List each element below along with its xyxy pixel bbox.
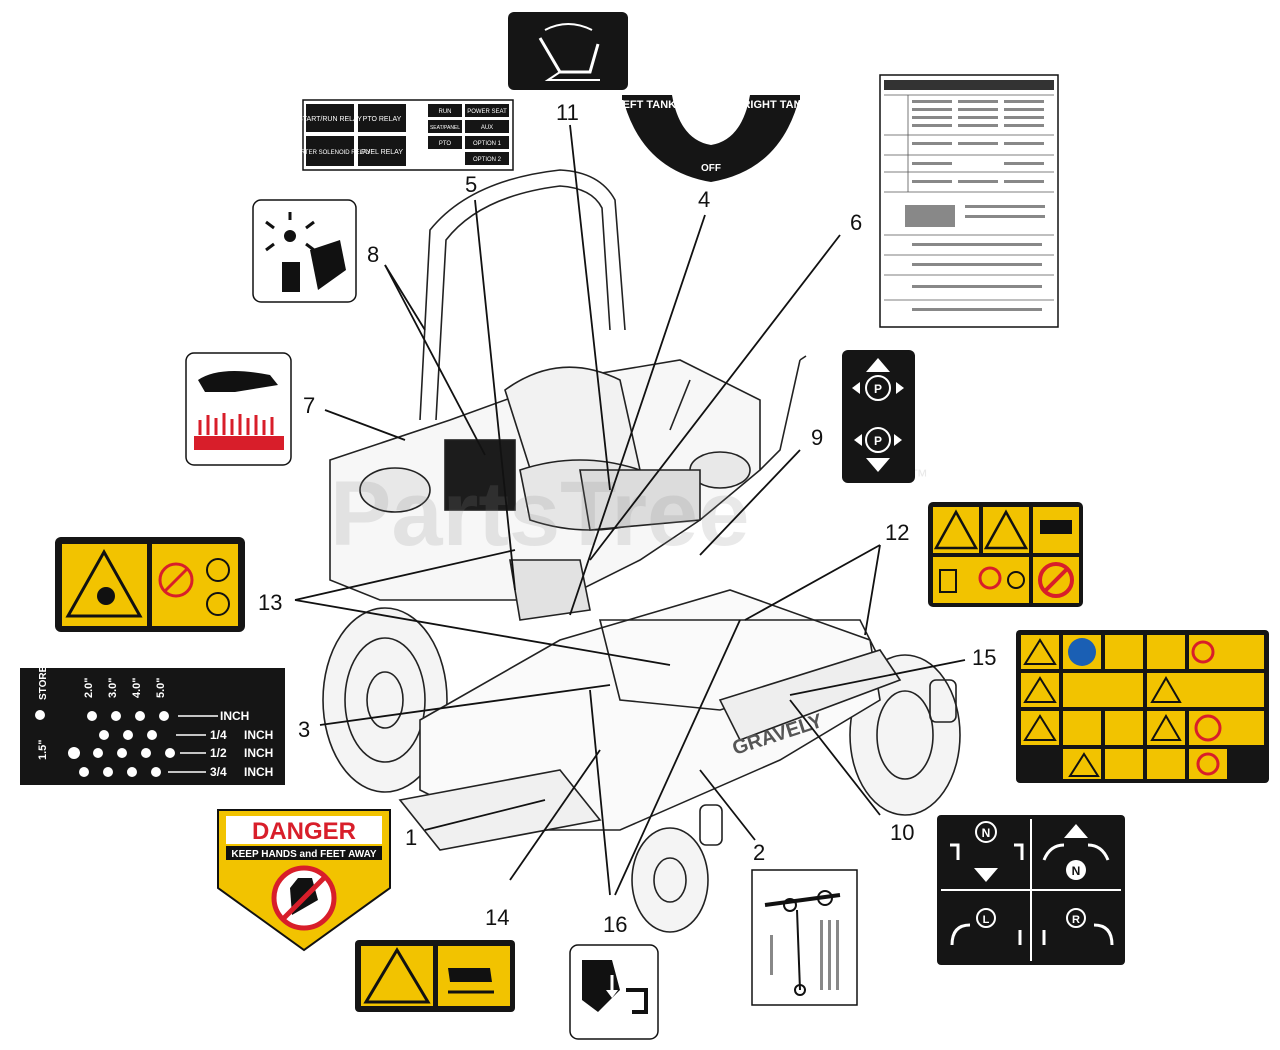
fuse-aux: AUX [481,125,493,131]
cut-height-5: 5.0" [155,677,167,698]
cut-row-inch: INCH [220,709,249,723]
decal-motion-control: N N L R [937,815,1125,965]
decal-explosion-hazard [252,199,357,303]
callout-6: 6 [850,210,862,235]
relay-pto: PTO RELAY [363,116,402,123]
fuse-seat-panel: SEAT/PANEL [430,125,460,131]
cut-row-3-4: 3/4 [210,765,227,779]
callout-labels: 1 2 3 4 5 6 7 8 9 10 11 12 13 14 15 16 [258,100,996,937]
callout-11: 11 [556,100,579,125]
cut-row-1-4: 1/4 [210,728,227,742]
park-brake-p-lower-icon: P [874,434,882,448]
decal-crush-warning [355,940,515,1012]
decal-seat-lever [508,12,628,90]
cut-row-1-4-unit: INCH [244,728,273,742]
callout-7: 7 [303,393,315,418]
decal-entanglement-warning [55,537,245,632]
callout-5: 5 [465,172,477,197]
motion-neutral-lower-icon: N [1072,864,1081,878]
callout-4: 4 [698,187,710,212]
fuse-power-seat: POWER SEAT [467,109,507,115]
decal-belt-routing [751,869,858,1006]
decal-park-brake: P P [842,350,915,483]
fuse-option-2: OPTION 2 [473,157,502,163]
motion-left-icon: L [983,914,990,926]
decal-danger: DANGER KEEP HANDS and FEET AWAY [217,809,391,952]
cut-row-3-4-unit: INCH [244,765,273,779]
decal-fuel-selector: LEFT TANK RIGHT TANK OFF [616,95,810,182]
fuel-off: OFF [701,163,721,174]
decal-cut-height: STORE 2.0" 3.0" 4.0" 5.0" 1.5" INCH 1/4 … [20,665,285,785]
decal-pinch-hazard [569,944,659,1040]
fuse-option-1: OPTION 1 [473,141,502,147]
callout-8: 8 [367,242,379,267]
cut-height-4: 4.0" [131,677,143,698]
cut-height-2: 2.0" [83,677,95,698]
danger-title: DANGER [252,818,356,845]
callout-15: 15 [972,645,996,670]
callout-16: 16 [603,912,627,937]
callout-2: 2 [753,840,765,865]
callout-14: 14 [485,905,509,930]
fuse-pto: PTO [439,141,452,147]
fuse-run: RUN [439,109,452,115]
callout-10: 10 [890,820,914,845]
relay-starter-solenoid: STARTER SOLENOID RELAY [289,150,370,156]
callout-9: 9 [811,425,823,450]
callout-13: 13 [258,590,282,615]
motion-right-icon: R [1072,914,1080,926]
leader-lines [294,124,966,896]
fuel-right-tank: RIGHT TANK [742,99,809,111]
decal-rollover-warning [928,502,1083,607]
cut-height-1-5: 1.5" [37,739,49,760]
cut-height-store: STORE [38,665,49,700]
mower-illustration [322,169,961,933]
fuel-left-tank: LEFT TANK [616,99,676,111]
cut-row-1-2: 1/2 [210,746,227,760]
park-brake-p-upper-icon: P [874,382,882,396]
decal-hot-surface [185,352,292,466]
cut-height-3: 3.0" [107,677,119,698]
decal-relay-fuse: START/RUN RELAY PTO RELAY STARTER SOLENO… [289,99,514,171]
callout-1: 1 [405,825,417,850]
cut-row-1-2-unit: INCH [244,746,273,760]
watermark-text: PartsTree [330,463,749,565]
relay-start-run: START/RUN RELAY [298,116,362,123]
relay-fuel: FUEL RELAY [361,149,403,156]
watermark: PartsTree ™ [330,463,928,565]
callout-12: 12 [885,520,909,545]
decal-safety-panel [1016,630,1269,783]
danger-subtitle: KEEP HANDS and FEET AWAY [231,849,377,860]
decal-maintenance-chart [879,74,1059,328]
motion-neutral-upper-icon: N [982,826,991,840]
callout-3: 3 [298,717,310,742]
